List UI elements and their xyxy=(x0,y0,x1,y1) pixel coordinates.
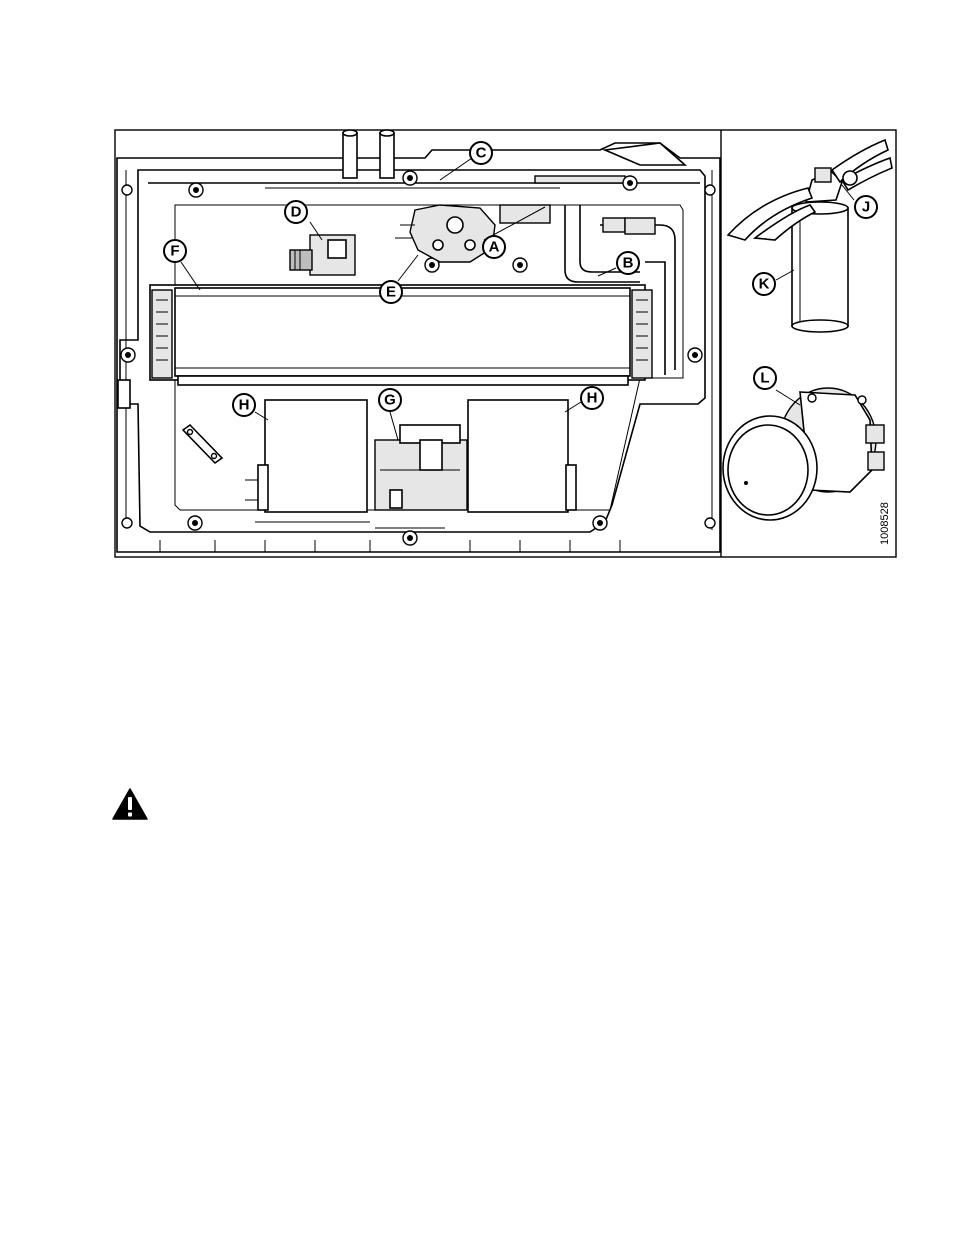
callout-c: C xyxy=(470,142,492,164)
blower-housing-right xyxy=(468,400,576,512)
callout-f: F xyxy=(164,240,186,262)
svg-text:F: F xyxy=(170,243,179,260)
callout-b: B xyxy=(617,252,639,274)
svg-text:D: D xyxy=(291,204,302,221)
callout-h-right: H xyxy=(581,387,603,409)
evaporator-core xyxy=(150,285,652,385)
callout-d: D xyxy=(285,201,307,223)
svg-text:A: A xyxy=(489,239,500,256)
callout-l: L xyxy=(754,367,776,389)
callout-h-left: H xyxy=(233,394,255,416)
figure-id-label: 1008528 xyxy=(879,502,891,545)
ac-compressor xyxy=(723,388,884,520)
svg-text:C: C xyxy=(476,145,487,162)
callout-a: A xyxy=(483,236,505,258)
warning-triangle-icon xyxy=(112,788,148,820)
svg-text:K: K xyxy=(759,276,770,293)
svg-text:L: L xyxy=(760,370,769,387)
hvac-components-illustration: 1008528 C D A B F E H G H J K L xyxy=(0,0,954,600)
callout-e: E xyxy=(380,281,402,303)
svg-text:J: J xyxy=(862,199,870,216)
svg-text:H: H xyxy=(239,397,250,414)
callout-g: G xyxy=(379,389,401,411)
callout-k: K xyxy=(753,273,775,295)
receiver-drier xyxy=(792,202,848,332)
callout-j: J xyxy=(855,196,877,218)
svg-text:H: H xyxy=(587,390,598,407)
svg-text:G: G xyxy=(384,392,396,409)
svg-text:B: B xyxy=(623,255,634,272)
svg-text:E: E xyxy=(386,284,396,301)
